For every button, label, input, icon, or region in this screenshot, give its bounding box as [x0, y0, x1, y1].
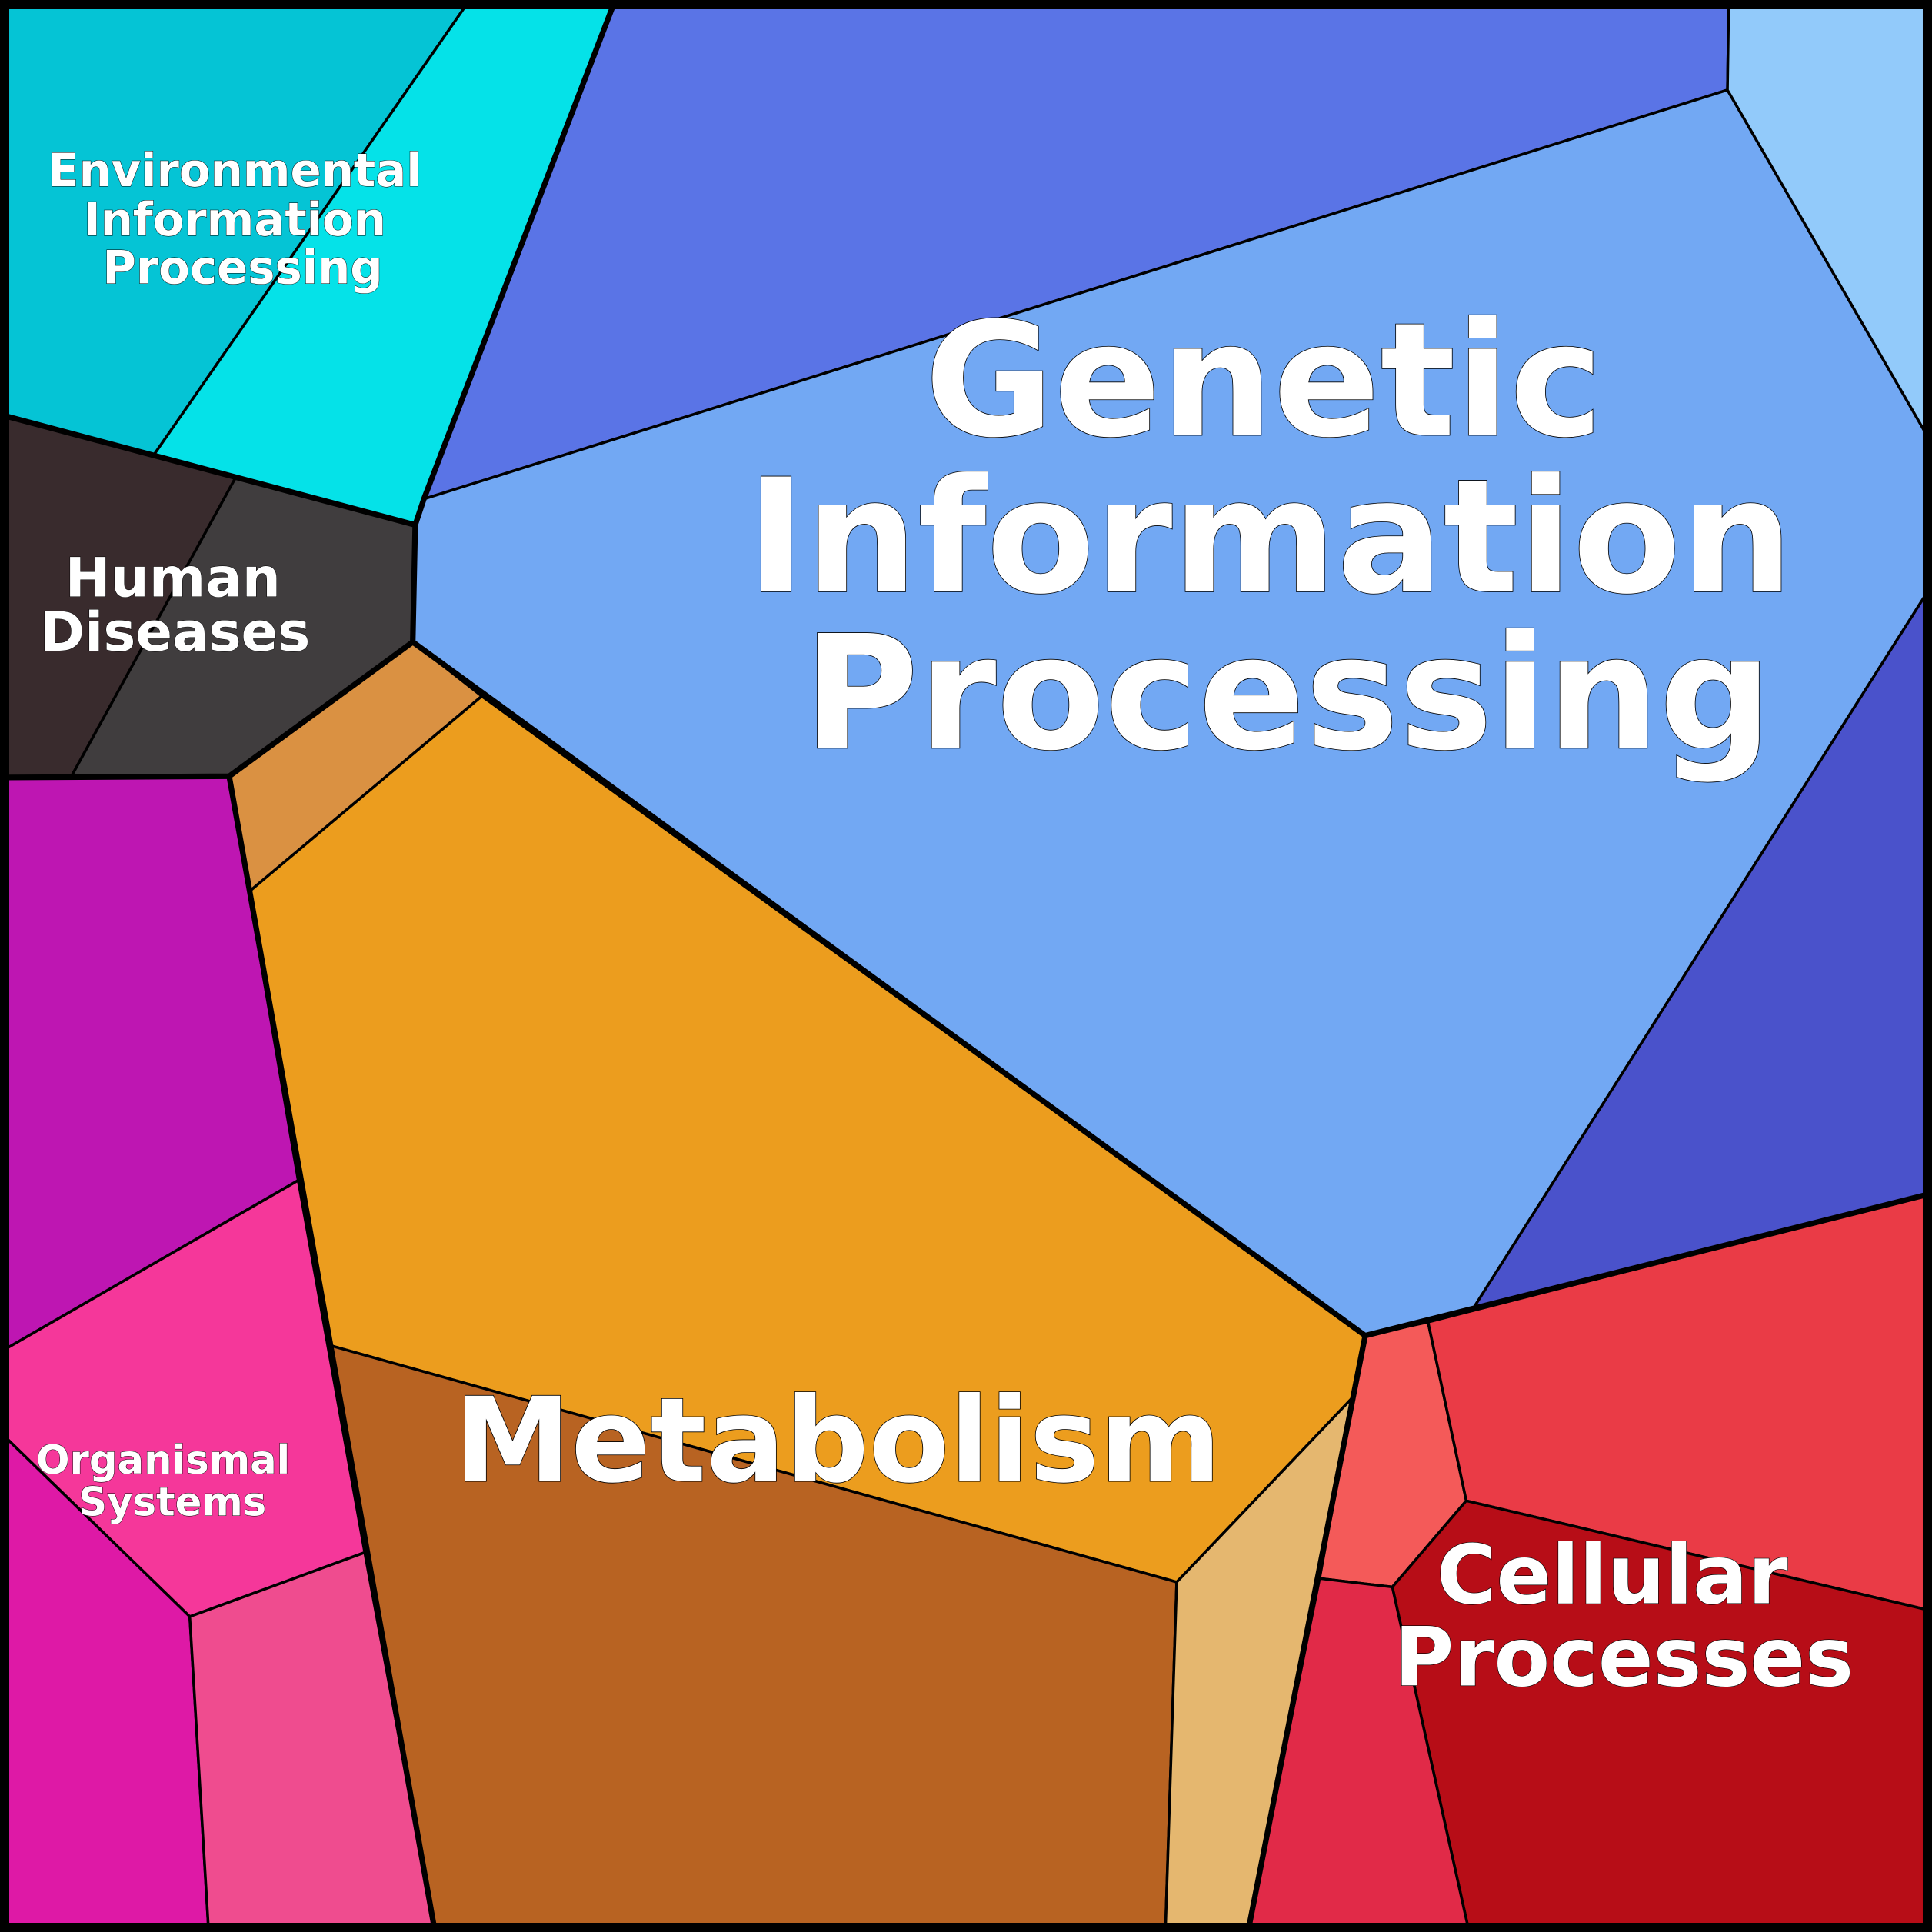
label-genetic-line2: Information: [747, 446, 1794, 629]
label-human-diseases: Human Diseases: [40, 546, 311, 663]
label-cellular-line1: Cellular: [1437, 1527, 1788, 1622]
label-genetic: Genetic Information Processing: [747, 290, 1848, 786]
label-organismal-line2: Systems: [78, 1480, 266, 1526]
border-env-human: [6, 414, 416, 528]
label-human-line1: Human: [65, 546, 281, 609]
region-genetic[interactable]: [411, 5, 1927, 1337]
label-organismal: Organismal Systems: [36, 1437, 304, 1525]
label-environmental-line3: Processing: [103, 241, 383, 294]
border-metab-org: [226, 775, 437, 1926]
label-cellular-line2: Processes: [1394, 1611, 1854, 1705]
label-metabolism: Metabolism: [455, 1373, 1221, 1509]
label-genetic-line1: Genetic: [924, 290, 1603, 473]
label-environmental-line2: Information: [84, 193, 386, 246]
label-genetic-line3: Processing: [803, 602, 1772, 785]
label-metabolism-line1: Metabolism: [455, 1373, 1221, 1509]
label-environmental: Environmental Information Processing: [48, 144, 438, 295]
label-environmental-line1: Environmental: [48, 144, 422, 197]
label-cellular: Cellular Processes: [1394, 1527, 1854, 1704]
label-human-line2: Diseases: [40, 601, 311, 664]
label-organismal-line1: Organismal: [36, 1437, 290, 1484]
border-metab-cell: [1246, 1334, 1368, 1926]
border-env-genetic: [410, 6, 615, 642]
region-organismal[interactable]: [5, 774, 435, 1927]
